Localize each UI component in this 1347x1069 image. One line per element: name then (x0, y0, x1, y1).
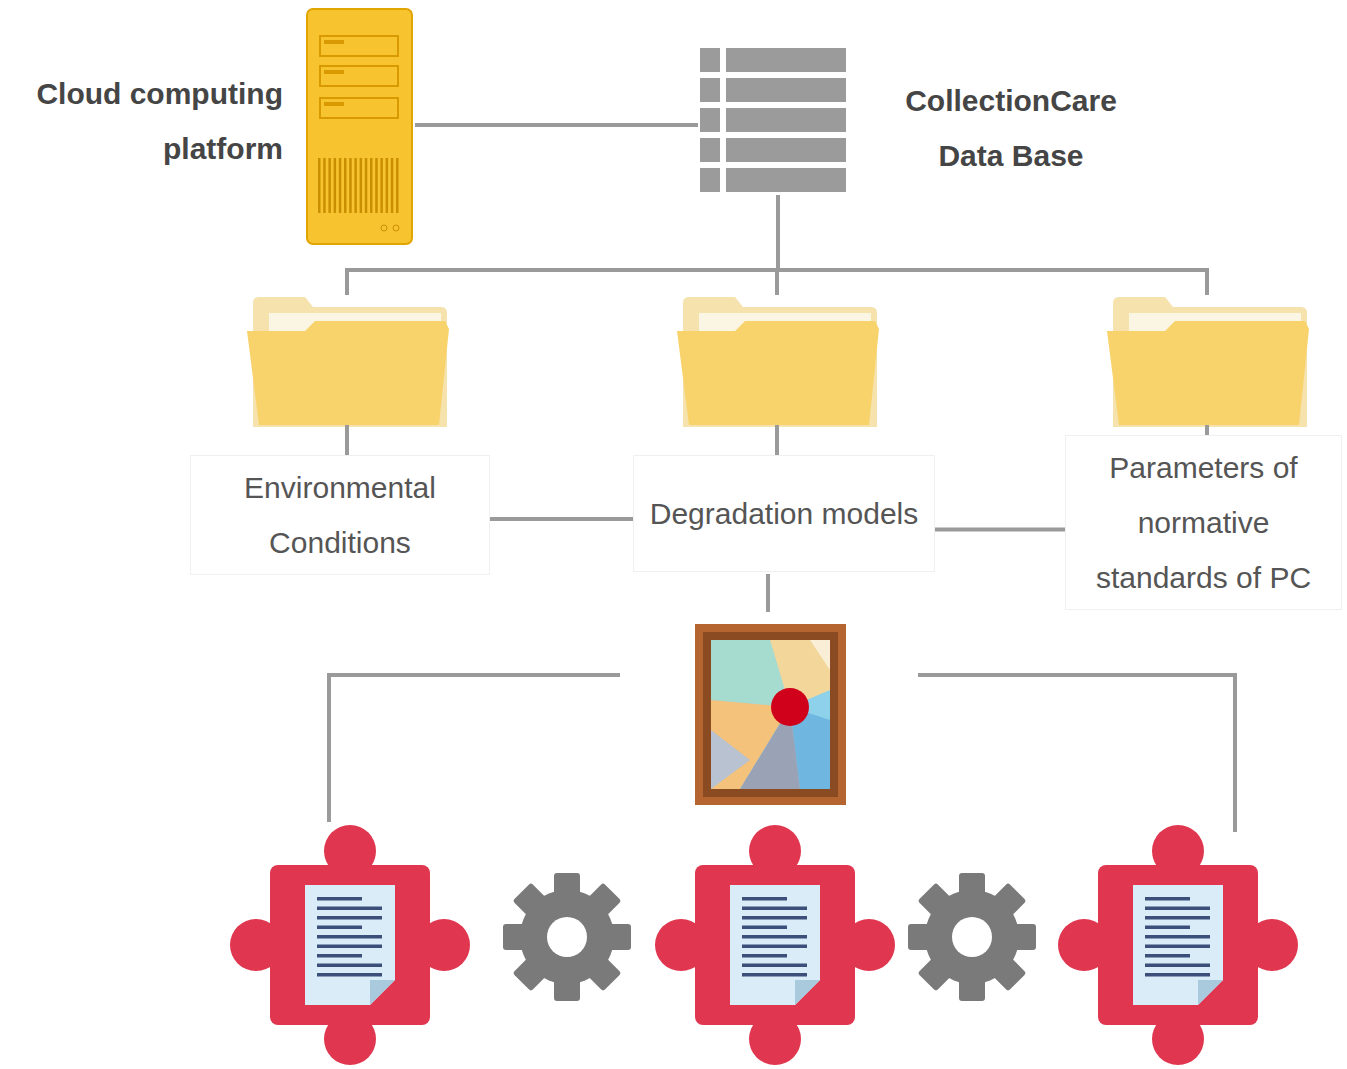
leader-lines (329, 574, 1235, 832)
puzzle-piece (230, 825, 470, 1065)
database-icon (698, 45, 848, 197)
connector-line (415, 123, 698, 127)
folder-label: Environmental Conditions (201, 460, 479, 570)
folder-icon (245, 295, 455, 460)
folder-node: Environmental Conditions (190, 295, 490, 575)
database-label: CollectionCare Data Base (886, 73, 1136, 183)
connector-line (490, 517, 633, 521)
gear (908, 873, 1036, 1001)
folder-node: Degradation models (633, 295, 935, 572)
folder-label: Degradation models (650, 486, 919, 541)
folder-node: Parameters of normative standards of PC (1065, 295, 1342, 610)
label-box: Degradation models (633, 455, 935, 572)
folder-label: Parameters of normative standards of PC (1079, 440, 1329, 605)
server-icon (306, 8, 414, 246)
connector-line (935, 528, 1065, 532)
gear (503, 873, 631, 1001)
gear-icons (503, 873, 1036, 1001)
puzzle-piece (655, 825, 895, 1065)
server-node: Cloud computing platform (5, 8, 415, 248)
puzzle-piece (1058, 825, 1298, 1065)
database-node: CollectionCare Data Base (698, 45, 1138, 197)
platform-label: Cloud computing platform (5, 66, 283, 176)
label-box: Parameters of normative standards of PC (1065, 435, 1342, 610)
connector-line (778, 195, 1207, 295)
painting-icon (695, 624, 846, 805)
label-box: Environmental Conditions (190, 455, 490, 575)
puzzle-icons (230, 825, 1298, 1065)
folder-icon (675, 295, 885, 460)
